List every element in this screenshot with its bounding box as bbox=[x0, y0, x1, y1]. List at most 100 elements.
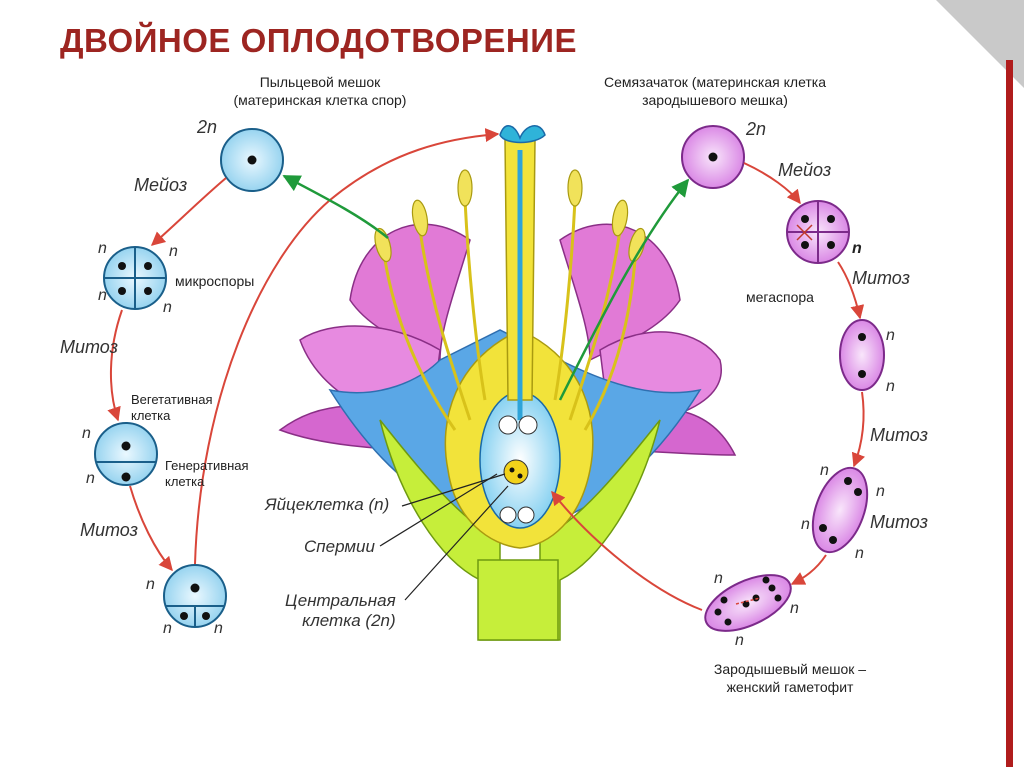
megaspore-nucleus-3 bbox=[801, 241, 809, 249]
four-nuclei-2 bbox=[854, 488, 862, 496]
eight-nuclei-2 bbox=[724, 618, 732, 626]
stamen-filament-3 bbox=[553, 199, 577, 401]
pollen-grain bbox=[94, 422, 158, 486]
central-cell-label-line2: клетка (2n) bbox=[302, 611, 396, 630]
meiosis-label-female: Мейоз bbox=[778, 160, 832, 180]
slide-title: ДВОЙНОЕ ОПЛОДОТВОРЕНИЕ bbox=[60, 22, 577, 59]
antipodal-2 bbox=[517, 506, 535, 524]
megaspore-nucleus-1 bbox=[801, 215, 809, 223]
stamens bbox=[383, 199, 637, 431]
synergid-1 bbox=[498, 415, 518, 435]
sperm-2 bbox=[202, 612, 210, 620]
arrow-embryo-sac-to-ovary bbox=[551, 490, 703, 611]
ploidy-n-9: n bbox=[214, 620, 223, 637]
ovule-caption-line2: зародышевого мешка) bbox=[642, 92, 788, 108]
arrow-mitosis-female-1 bbox=[837, 261, 865, 320]
arrow-mitosis-male-2 bbox=[129, 485, 173, 572]
ploidy-2n-male: 2n bbox=[197, 117, 218, 137]
degenerated-megaspore-mark-2 bbox=[796, 224, 813, 241]
eight-nuclei-4 bbox=[742, 600, 750, 608]
sperm-label: Спермии bbox=[304, 537, 375, 556]
ploidy-n-7: n bbox=[146, 576, 155, 593]
embryo-sac-caption: Зародышевый мешок – женский гаметофит bbox=[670, 660, 910, 696]
generative-cell-label-line2: клетка bbox=[165, 474, 205, 489]
mitosis-label-female-3: Митоз bbox=[870, 512, 928, 532]
anther-4 bbox=[611, 199, 629, 237]
tetrad-nucleus-2 bbox=[144, 262, 152, 270]
sperm-dot-1 bbox=[509, 467, 515, 473]
polar-fusion-mark bbox=[735, 597, 761, 605]
ploidy-n-6: n bbox=[86, 470, 95, 487]
arrow-anther-to-pollen-sac bbox=[282, 174, 389, 239]
central-cell-label: Центральная клетка (2n) bbox=[285, 591, 396, 631]
vegetative-cell-label: Вегетативная клетка bbox=[131, 392, 212, 424]
ploidy-n-f6: n bbox=[855, 545, 864, 562]
arrow-pollen-to-stigma bbox=[194, 128, 500, 565]
stamen-filament-5 bbox=[383, 259, 457, 431]
egg-cell-label: Яйцеклетка (n) bbox=[265, 495, 390, 514]
mitosis-label-male-2: Митоз bbox=[80, 520, 138, 540]
generative-cell-label-line1: Генеративная bbox=[165, 458, 249, 473]
arrow-mitosis-female-2 bbox=[851, 391, 866, 468]
pointer-sperm bbox=[379, 473, 498, 547]
stamen-filament-2 bbox=[463, 199, 487, 401]
ploidy-n-f4: n bbox=[876, 483, 885, 500]
sperm-1 bbox=[180, 612, 188, 620]
side-accent-bar bbox=[1006, 60, 1013, 767]
eight-nuclei-8 bbox=[762, 576, 770, 584]
ovary-cells bbox=[498, 415, 538, 524]
anther-3 bbox=[567, 169, 583, 207]
eight-nuclei-3 bbox=[720, 596, 728, 604]
stamen-filament-6 bbox=[583, 259, 637, 431]
ploidy-n-f1: n bbox=[886, 327, 895, 344]
megaspore-mother-nucleus bbox=[708, 152, 718, 162]
eight-nuclei-5 bbox=[752, 594, 760, 602]
ploidy-n-megaspore: n bbox=[852, 240, 862, 257]
ploidy-n-f2: n bbox=[886, 378, 895, 395]
microspores-label: микроспоры bbox=[175, 273, 255, 289]
mature-pollen-vegetative bbox=[190, 583, 200, 593]
ploidy-n-5: n bbox=[82, 425, 91, 442]
two-nuclei-1 bbox=[858, 333, 866, 341]
two-nuclei-2 bbox=[858, 370, 866, 378]
tetrad-nucleus-3 bbox=[118, 287, 126, 295]
generative-cell-label: Генеративная клетка bbox=[165, 458, 249, 490]
synergid-2 bbox=[518, 415, 538, 435]
stamen-filament-1 bbox=[418, 229, 472, 421]
male-gametophyte-cycle bbox=[94, 128, 500, 628]
embryo-sac-4-nuclei bbox=[811, 466, 869, 554]
vegetative-cell-label-line2: клетка bbox=[131, 408, 171, 423]
vegetative-cell-label-line1: Вегетативная bbox=[131, 392, 213, 407]
mature-pollen bbox=[163, 564, 227, 628]
egg-cell bbox=[503, 459, 529, 485]
ploidy-n-1: n bbox=[98, 240, 107, 257]
arrow-mitosis-female-3 bbox=[790, 554, 827, 585]
female-gametophyte-cycle bbox=[551, 125, 885, 632]
embryo-sac-2-nuclei bbox=[839, 319, 885, 391]
flower bbox=[278, 125, 737, 641]
megaspore-nucleus-2 bbox=[827, 215, 835, 223]
megaspore-nucleus-4 bbox=[827, 241, 835, 249]
tetrad-nucleus-1 bbox=[118, 262, 126, 270]
pointer-central-cell bbox=[404, 485, 509, 601]
embryo-sac-caption-line2: женский гаметофит bbox=[726, 679, 854, 695]
four-nuclei-4 bbox=[829, 536, 837, 544]
pollen-sac-caption-line1: Пыльцевой мешок bbox=[259, 74, 381, 90]
ploidy-2n-female: 2n bbox=[746, 119, 767, 139]
tetrad-nucleus-4 bbox=[144, 287, 152, 295]
pollen-sac-caption: Пыльцевой мешок (материнская клетка спор… bbox=[180, 73, 460, 109]
ovule-caption-line1: Семязачаток (материнская клетка bbox=[603, 74, 827, 90]
embryo-sac-caption-line1: Зародышевый мешок – bbox=[713, 661, 867, 677]
ploidy-n-f3: n bbox=[820, 462, 829, 479]
pollen-sac-caption-line2: (материнская клетка спор) bbox=[233, 92, 407, 108]
arrow-meiosis-male bbox=[150, 177, 227, 246]
four-nuclei-3 bbox=[819, 524, 827, 532]
flower-stem bbox=[477, 559, 559, 641]
mitosis-label-female-2: Митоз bbox=[870, 425, 928, 445]
ploidy-n-f7: n bbox=[714, 570, 723, 587]
eight-nuclei-1 bbox=[714, 608, 722, 616]
ploidy-n-4: n bbox=[163, 299, 172, 316]
antipodal-1 bbox=[499, 506, 517, 524]
eight-nuclei-7 bbox=[774, 594, 782, 602]
anther-2 bbox=[457, 169, 473, 207]
